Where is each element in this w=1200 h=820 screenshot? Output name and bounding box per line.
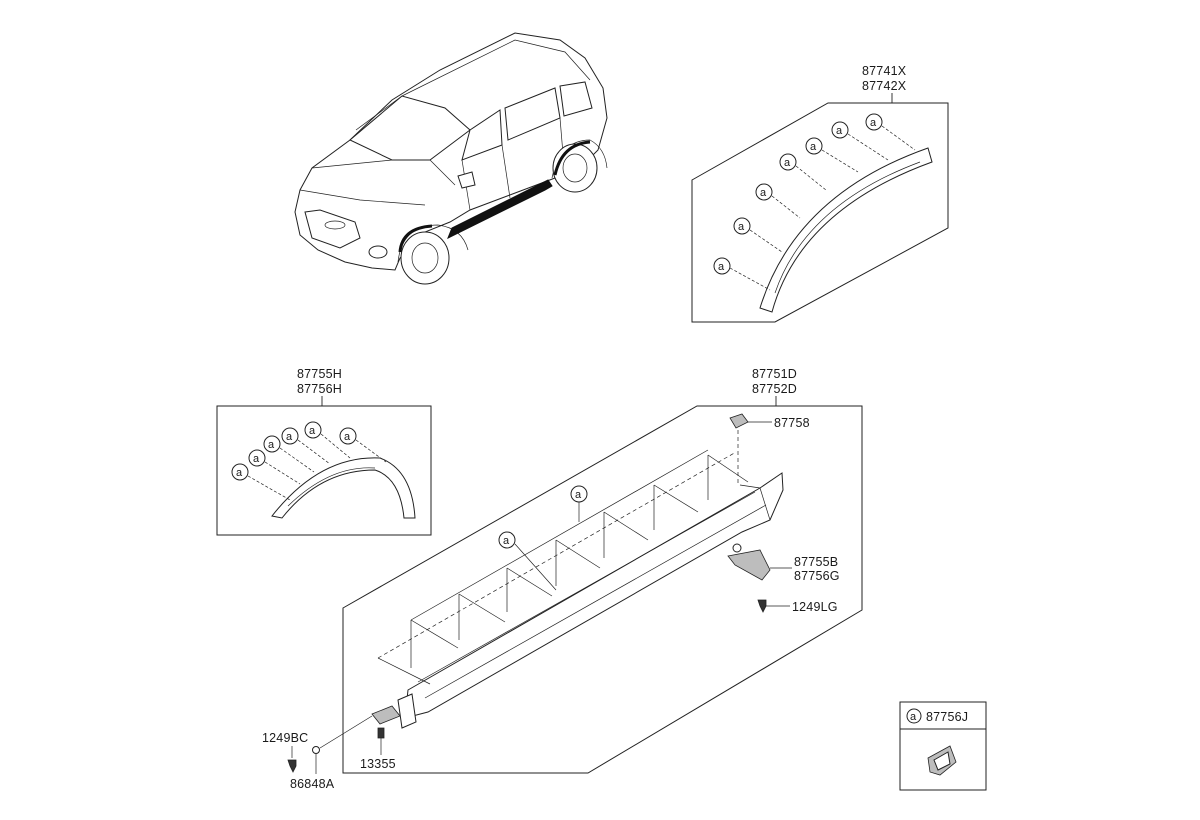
callout-87751D: 87751D xyxy=(752,367,797,381)
screw-1249BC xyxy=(287,759,297,773)
front-end-bracket xyxy=(371,705,401,725)
svg-text:a: a xyxy=(575,489,582,501)
front-arch-clip-callouts: a a a a a a xyxy=(231,421,387,501)
callout-87756J: 87756J xyxy=(926,710,968,724)
callout-87755H: 87755H xyxy=(297,367,342,381)
clip-87758 xyxy=(729,413,749,429)
front-wheel-arch-group: 87755H 87756H a a a a a a xyxy=(216,367,432,536)
svg-text:a: a xyxy=(718,261,725,273)
svg-text:a: a xyxy=(784,157,791,169)
side-sill-group: 87751D 87752D xyxy=(342,367,863,774)
rear-arch-clip-callouts: a a a a a a a xyxy=(713,113,916,291)
legend-box: a 87756J xyxy=(899,701,987,791)
callout-86848A: 86848A xyxy=(290,777,335,791)
svg-text:a: a xyxy=(344,431,351,443)
fastener-13355 xyxy=(377,727,385,739)
rear-arch-frame xyxy=(691,102,949,323)
svg-text:a: a xyxy=(738,221,745,233)
svg-text:a: a xyxy=(760,187,767,199)
svg-text:a: a xyxy=(268,439,275,451)
callout-87741X: 87741X xyxy=(862,64,907,78)
callout-1249BC: 1249BC xyxy=(262,731,308,745)
screw-1249LG xyxy=(757,599,767,613)
rear-wheel-arch-group: 87741X 87742X a a a a a a a xyxy=(691,64,949,323)
svg-text:a: a xyxy=(870,117,877,129)
svg-text:a: a xyxy=(236,467,243,479)
callout-87752D: 87752D xyxy=(752,382,797,396)
callout-87758: 87758 xyxy=(774,416,810,430)
callout-87756H: 87756H xyxy=(297,382,342,396)
svg-text:a: a xyxy=(309,425,316,437)
sill-clip-guide-lines xyxy=(377,430,749,685)
side-sill-highlight xyxy=(447,179,553,240)
callout-87756G: 87756G xyxy=(794,569,840,583)
callout-13355: 13355 xyxy=(360,757,396,771)
svg-text:a: a xyxy=(253,453,260,465)
callout-87742X: 87742X xyxy=(862,79,907,93)
svg-text:a: a xyxy=(286,431,293,443)
svg-text:a: a xyxy=(810,141,817,153)
front-fasteners-group: 1249BC 86848A xyxy=(262,715,373,791)
nut-86848A xyxy=(312,746,320,754)
front-wheel-arch-molding xyxy=(271,457,416,519)
rear-wheel-arch-molding xyxy=(759,147,933,313)
side-sill-frame xyxy=(342,405,863,774)
vehicle-illustration xyxy=(294,32,608,285)
svg-text:a: a xyxy=(503,535,510,547)
callout-1249LG: 1249LG xyxy=(792,600,838,614)
svg-text:a: a xyxy=(836,125,843,137)
legend-marker: a xyxy=(910,711,917,723)
bracket-87755B xyxy=(727,549,771,581)
front-arch-frame xyxy=(216,405,432,536)
callout-87755B: 87755B xyxy=(794,555,838,569)
